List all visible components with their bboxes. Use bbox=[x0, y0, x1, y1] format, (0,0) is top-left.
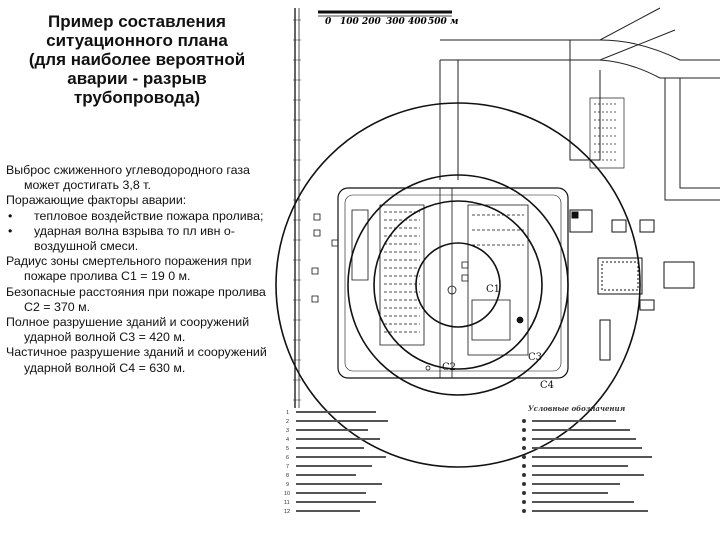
legend-left-list: 1 2 3 4 5 6 7 8 9 10 11 12 bbox=[284, 410, 388, 515]
svg-text:1: 1 bbox=[286, 410, 289, 416]
scale-label-200: 200 bbox=[361, 17, 382, 27]
scale-label-0: 0 bbox=[325, 17, 332, 27]
svg-text:10: 10 bbox=[284, 491, 290, 497]
scale-label-500: 500 м bbox=[428, 17, 459, 27]
paragraph-damage-factors: Поражающие факторы аварии: bbox=[6, 193, 187, 208]
legend: 1 2 3 4 5 6 7 8 9 10 11 12 Условные обоз… bbox=[284, 404, 652, 515]
map-markers bbox=[312, 214, 468, 370]
zone-label-c1: C1 bbox=[486, 284, 500, 295]
svg-text:5: 5 bbox=[286, 446, 289, 452]
zone-label-c3: C3 bbox=[528, 352, 542, 363]
svg-text:9: 9 bbox=[286, 482, 289, 488]
parking-area bbox=[590, 98, 624, 168]
paragraph-c1: Радиус зоны смертельного поражения при п… bbox=[6, 254, 252, 284]
title-line: трубопровода) bbox=[73, 88, 201, 107]
bullet-thermal: тепловое воздействие пожара пролива; bbox=[6, 209, 268, 224]
svg-text:11: 11 bbox=[284, 500, 290, 506]
zone-c2-circle bbox=[374, 201, 542, 369]
title-line: ситуационного плана bbox=[46, 31, 228, 50]
scale-label-100: 100 bbox=[340, 17, 360, 27]
scale-bar: 0 100 200 300 400 500 м bbox=[318, 12, 459, 27]
title-line: (для наиболее вероятной bbox=[28, 50, 246, 69]
situation-plan: 0 100 200 300 400 500 м bbox=[260, 0, 720, 515]
legend-title: Условные обозначения bbox=[528, 404, 626, 413]
zone-c1-circle bbox=[416, 243, 500, 327]
svg-text:8: 8 bbox=[286, 473, 289, 479]
tank-farm-right bbox=[448, 205, 528, 355]
paragraph-c4: Частичное разрушение зданий и сооружений… bbox=[6, 345, 267, 375]
zone-c4-circle bbox=[276, 103, 640, 467]
tank-farm-left bbox=[352, 205, 424, 345]
scale-label-400: 400 bbox=[408, 17, 428, 27]
zone-c3-circle bbox=[348, 175, 568, 395]
zone-label-c4: C4 bbox=[540, 380, 554, 391]
title-line: Пример составления bbox=[48, 12, 226, 31]
legend-right-list bbox=[522, 419, 652, 513]
title-line: аварии - разрыв bbox=[67, 69, 207, 88]
bullet-shockwave: ударная волна взрыва то пл ивн о-воздушн… bbox=[6, 224, 268, 254]
svg-text:3: 3 bbox=[286, 428, 289, 434]
slide-title: Пример составления ситуационного плана (… bbox=[4, 12, 270, 107]
svg-text:2: 2 bbox=[286, 419, 289, 425]
paragraph-c2: Безопасные расстояния при пожаре пролива… bbox=[6, 284, 266, 314]
hazard-zones bbox=[276, 103, 640, 467]
svg-text:6: 6 bbox=[286, 455, 289, 461]
svg-text:12: 12 bbox=[284, 509, 290, 515]
svg-text:7: 7 bbox=[286, 464, 289, 470]
paragraph-c3: Полное разрушение зданий и сооружений уд… bbox=[6, 315, 250, 345]
scale-label-300: 300 bbox=[386, 17, 406, 27]
paragraph-gas-release: Выброс сжиженного углеводородного газа м… bbox=[6, 163, 250, 193]
svg-text:4: 4 bbox=[286, 437, 289, 443]
zone-labels: C1 C2 C3 C4 bbox=[442, 284, 554, 391]
description-text: Выброс сжиженного углеводородного газа м… bbox=[6, 163, 268, 376]
railway-line bbox=[293, 8, 301, 408]
zone-label-c2: C2 bbox=[442, 362, 456, 373]
buildings-right bbox=[570, 210, 694, 360]
roads bbox=[440, 8, 720, 200]
